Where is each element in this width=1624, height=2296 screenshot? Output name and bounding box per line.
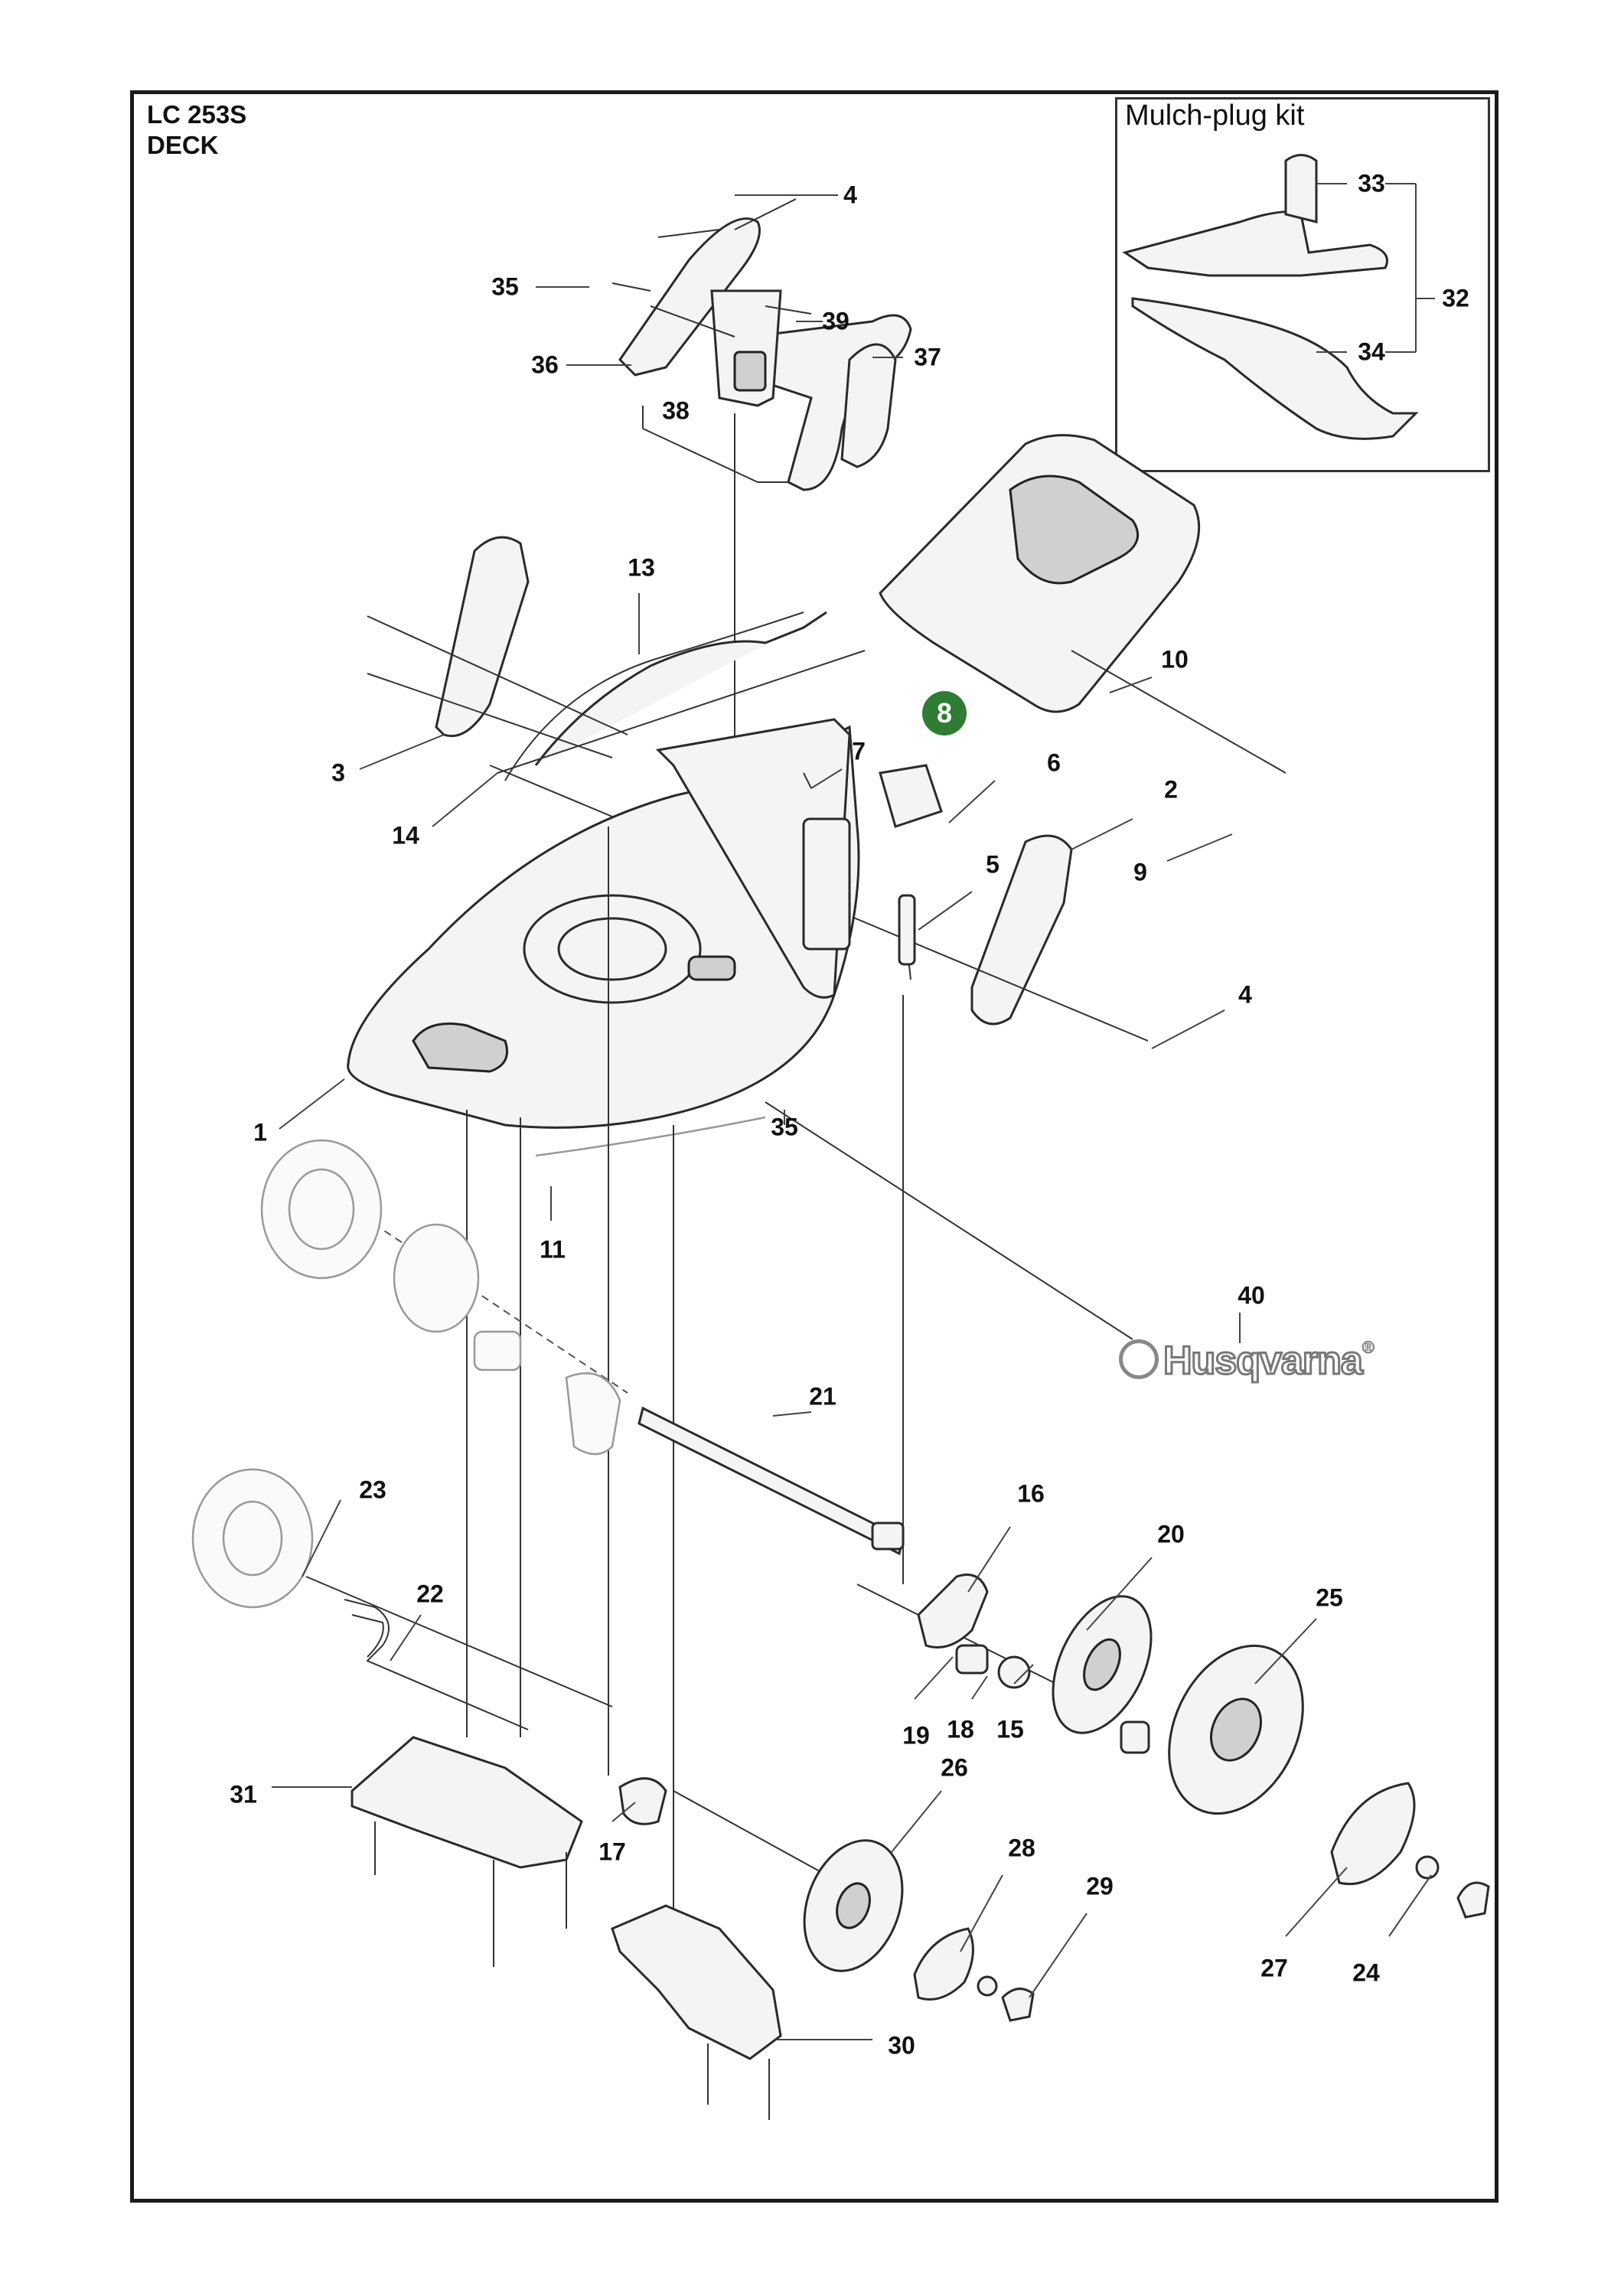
callout-23: 23 bbox=[359, 1476, 386, 1504]
callout-37: 37 bbox=[914, 343, 941, 371]
highlighted-part-badge: 8 bbox=[922, 691, 967, 735]
callout-15: 15 bbox=[996, 1715, 1024, 1743]
callout-26: 26 bbox=[941, 1753, 968, 1782]
callout-14: 14 bbox=[392, 821, 419, 850]
brand-registered: ® bbox=[1361, 1338, 1375, 1358]
callout-25: 25 bbox=[1316, 1583, 1343, 1612]
callout-7: 7 bbox=[852, 737, 866, 765]
callout-leaders bbox=[272, 194, 1432, 2040]
callout-3: 3 bbox=[331, 758, 345, 787]
callout-2: 2 bbox=[1164, 775, 1178, 804]
callout-17: 17 bbox=[598, 1838, 626, 1866]
callout-22: 22 bbox=[416, 1580, 444, 1608]
brand-name: Husqvarna bbox=[1163, 1338, 1365, 1384]
callout-19: 19 bbox=[902, 1721, 930, 1750]
callout-9: 9 bbox=[1133, 858, 1147, 886]
handle-assembly bbox=[611, 198, 912, 1010]
callout-4-top: 4 bbox=[843, 181, 857, 209]
callout-36: 36 bbox=[531, 351, 559, 379]
callout-29: 29 bbox=[1086, 1872, 1114, 1900]
callout-27: 27 bbox=[1260, 1954, 1288, 1982]
callout-4-side: 4 bbox=[1238, 980, 1252, 1009]
handle-brackets bbox=[367, 536, 1286, 1042]
callout-28: 28 bbox=[1008, 1834, 1035, 1862]
callout-13: 13 bbox=[628, 553, 655, 582]
axles bbox=[344, 1406, 905, 1730]
callout-34: 34 bbox=[1358, 338, 1385, 366]
model-title: LC 253S bbox=[147, 100, 247, 129]
wheel-assembly-left bbox=[618, 1777, 1035, 2022]
callout-20: 20 bbox=[1157, 1520, 1185, 1548]
grass-catcher-cover bbox=[879, 434, 1201, 713]
husqvarna-logo-icon bbox=[1119, 1339, 1159, 1379]
callout-18: 18 bbox=[947, 1715, 974, 1743]
section-title: DECK bbox=[147, 131, 219, 159]
callout-35-bottom: 35 bbox=[771, 1113, 798, 1141]
callout-32: 32 bbox=[1442, 284, 1469, 312]
wheel-assembly-right bbox=[917, 1574, 1490, 1919]
callout-35-top: 35 bbox=[491, 272, 519, 301]
assembly-lines bbox=[305, 827, 1133, 1929]
callout-21: 21 bbox=[809, 1382, 836, 1411]
callout-33: 33 bbox=[1358, 169, 1385, 197]
callout-11: 11 bbox=[540, 1235, 566, 1264]
callout-1: 1 bbox=[253, 1118, 267, 1146]
rear-flap-and-chute bbox=[351, 1736, 782, 2120]
callout-38: 38 bbox=[662, 396, 690, 425]
mower-deck bbox=[347, 718, 943, 1157]
rear-wheel-ghost bbox=[191, 1139, 621, 1609]
callout-39: 39 bbox=[822, 307, 850, 335]
callout-10: 10 bbox=[1161, 645, 1189, 673]
callout-5: 5 bbox=[986, 850, 1000, 879]
brand-wordmark: Husqvarna® bbox=[1119, 1338, 1375, 1384]
callout-6: 6 bbox=[1047, 748, 1061, 777]
diagram-frame bbox=[130, 90, 1498, 2203]
callout-30: 30 bbox=[888, 2031, 915, 2060]
kit-title: Mulch-plug kit bbox=[1125, 99, 1305, 132]
callout-31: 31 bbox=[230, 1780, 257, 1808]
callout-16: 16 bbox=[1017, 1479, 1045, 1508]
callout-24: 24 bbox=[1352, 1958, 1380, 1987]
title-block: LC 253S DECK bbox=[147, 99, 246, 161]
callout-40: 40 bbox=[1238, 1281, 1265, 1309]
mulch-plug-kit-parts bbox=[1122, 154, 1435, 440]
